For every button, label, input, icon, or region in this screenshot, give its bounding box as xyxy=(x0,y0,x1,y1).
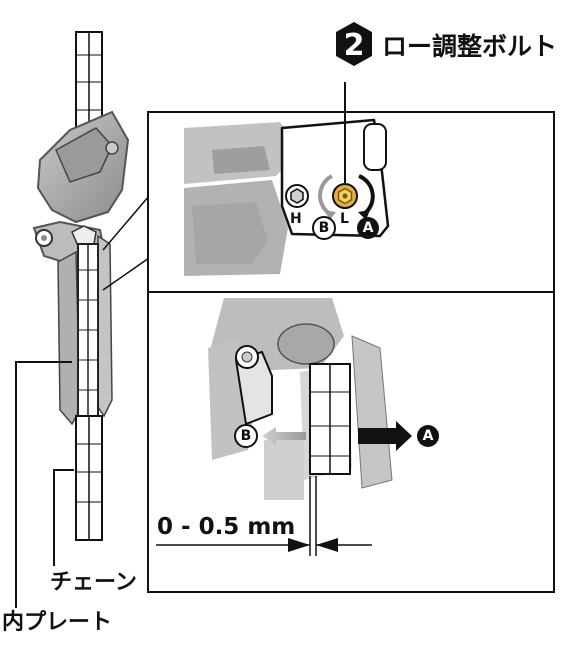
step-number: 2 xyxy=(343,28,365,63)
badge-a-top-icon xyxy=(357,217,379,239)
rotate-ccw-arrowhead-icon xyxy=(324,210,336,220)
dimension-arrow-right-icon xyxy=(316,538,338,552)
badge-a-bottom-label: A xyxy=(422,428,434,444)
bolt-l-icon xyxy=(332,82,358,209)
badge-b-bottom-label: B xyxy=(240,428,252,444)
low-adjust-bolt-title: ロー調整ボルト xyxy=(382,32,558,61)
bolt-l-label: L xyxy=(340,211,349,227)
chain-label: チェーン xyxy=(50,570,137,595)
bolt-h-label: H xyxy=(290,211,302,227)
bolt-h-icon xyxy=(285,184,309,208)
badge-b-bottom-icon xyxy=(234,424,258,448)
inner-plate-leader xyxy=(15,361,72,608)
arrow-a-icon xyxy=(358,421,412,451)
step-badge-icon xyxy=(336,22,372,66)
chain-leader xyxy=(53,469,74,566)
badge-b-top-label: B xyxy=(318,220,330,236)
zoom-line-top xyxy=(102,195,150,251)
zoom-line-bottom xyxy=(102,257,150,291)
derailleur-cage xyxy=(57,234,113,426)
dimension-label-bg xyxy=(154,500,304,548)
badge-a-top-label: A xyxy=(362,220,374,236)
clearance-dimension-label: 0 - 0.5 mm xyxy=(157,514,296,540)
dimension-arrow-left-icon xyxy=(288,538,310,552)
chain-lower xyxy=(75,415,103,541)
inner-plate-label: 内プレート xyxy=(2,610,113,635)
top-detail-art xyxy=(184,118,390,276)
derailleur-body xyxy=(32,110,130,266)
arrow-b-icon xyxy=(262,427,306,445)
badge-b-top-icon xyxy=(312,216,336,240)
badge-a-bottom-icon xyxy=(417,425,439,447)
